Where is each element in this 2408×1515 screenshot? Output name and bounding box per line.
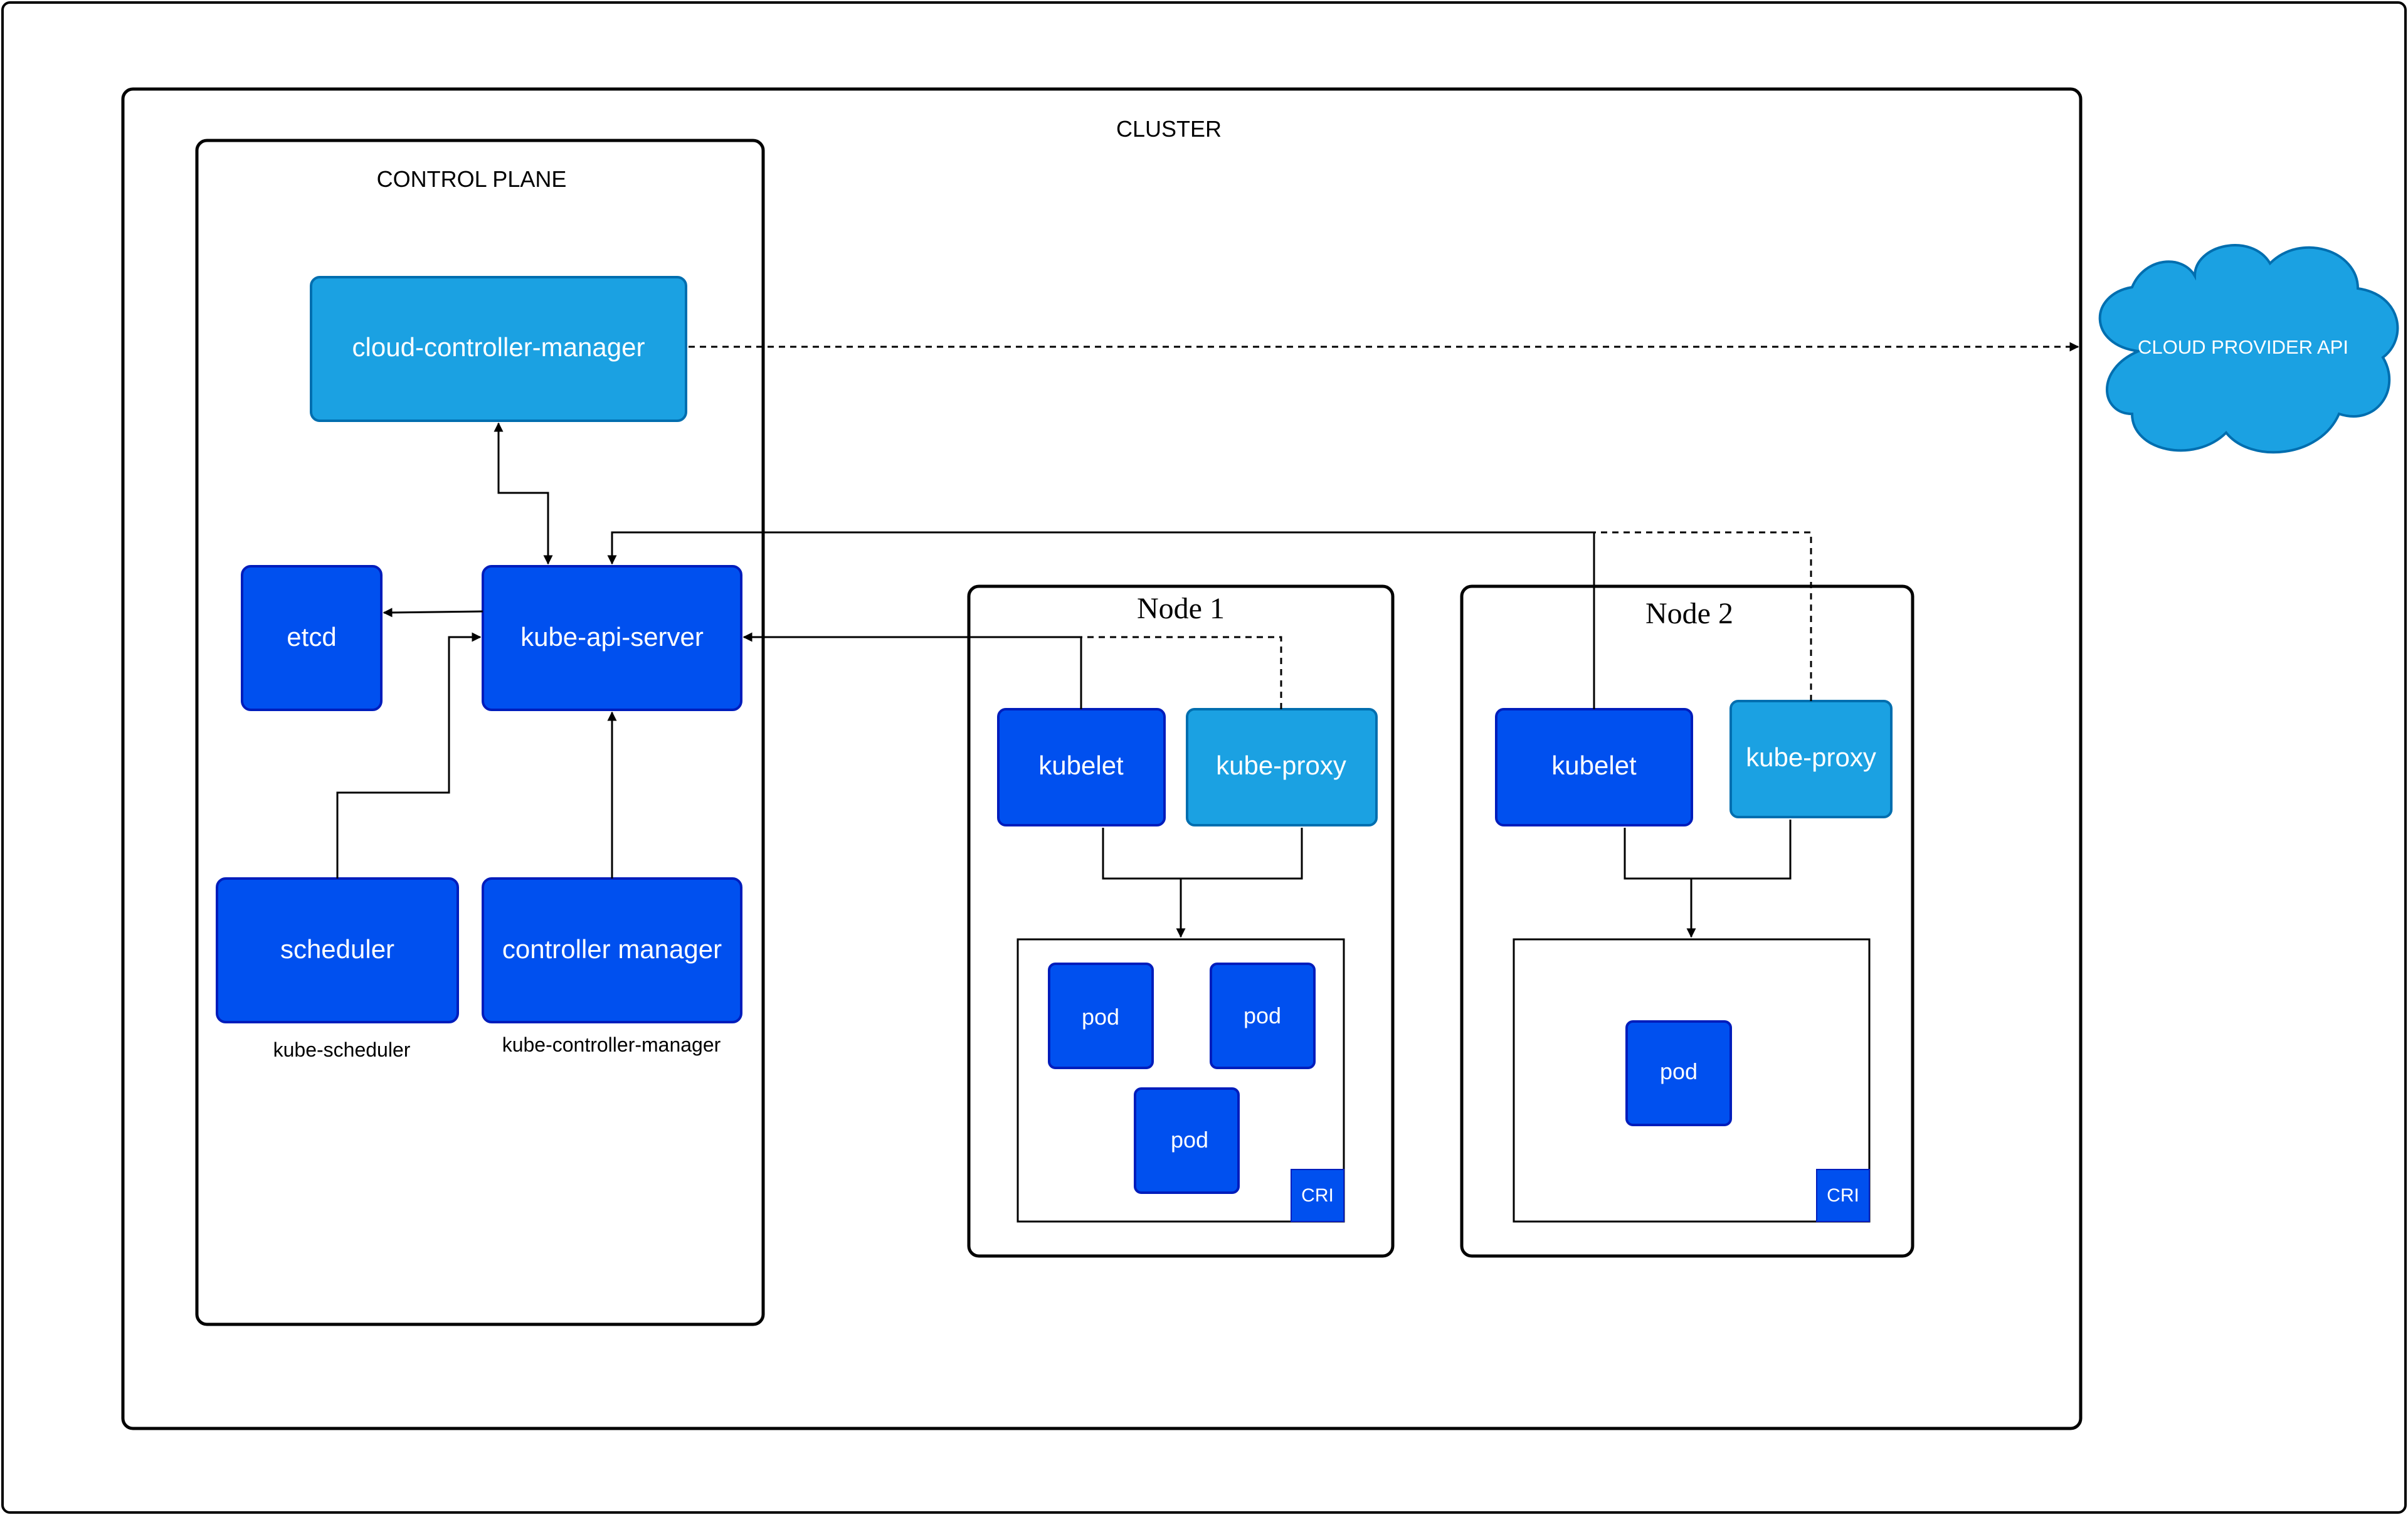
node-2-pod-label: pod (1660, 1058, 1698, 1084)
node-2-title: Node 2 (1645, 597, 1733, 630)
connector-node1-kubelet-proxy-to-pods (1102, 828, 1303, 880)
etcd-label: etcd (287, 622, 336, 652)
node-2-cri-box (1816, 1169, 1870, 1222)
node-1-cri-box (1291, 1169, 1344, 1222)
node-1-pod-label: pod (1244, 1003, 1281, 1028)
connector-node2-kubelet-api (607, 531, 1595, 709)
cloud-controller-manager-label: cloud-controller-manager (352, 332, 645, 362)
node-1-kube-proxy-label: kube-proxy (1216, 751, 1346, 780)
node-2-cri-label: CRI (1827, 1185, 1859, 1206)
node-1-title: Node 1 (1137, 592, 1225, 625)
connector-node2-kubelet-proxy-to-pods (1624, 820, 1792, 880)
node-1-kubelet-label: kubelet (1038, 751, 1124, 780)
controller-manager-label: controller manager (502, 934, 722, 964)
scheduler-label: scheduler (280, 934, 394, 964)
control-plane-title: CONTROL PLANE (377, 166, 567, 192)
node-1-pod-label: pod (1171, 1127, 1208, 1153)
node-1-pod (1134, 1087, 1240, 1194)
node-1-pod-label: pod (1082, 1004, 1119, 1030)
connector-scheduler-api (336, 632, 482, 879)
node-2-kube-proxy-label: kube-proxy (1746, 742, 1876, 772)
control-plane-box (195, 139, 765, 1326)
node-1-pod (1210, 963, 1316, 1069)
cluster-title: CLUSTER (1116, 116, 1222, 142)
node-1-cri-label: CRI (1301, 1185, 1334, 1206)
kube-api-server-box (482, 565, 742, 711)
connector-node1-proxy-api (1081, 636, 1282, 709)
node-2-pod (1625, 1020, 1732, 1126)
etcd-box (241, 565, 383, 711)
controller-manager-caption: kube-controller-manager (502, 1033, 721, 1056)
node-2-kubelet-label: kubelet (1551, 751, 1637, 780)
cloud-controller-manager-box (310, 276, 687, 422)
kube-api-server-label: kube-api-server (520, 622, 704, 652)
scheduler-caption: kube-scheduler (273, 1038, 411, 1061)
node-1-pod (1048, 963, 1154, 1069)
connector-api-etcd (383, 608, 483, 618)
cloud-provider-label: CLOUD PROVIDER API (2138, 336, 2348, 358)
cloud-provider-shape (2098, 244, 2399, 454)
connector-ccm-api (494, 422, 553, 565)
